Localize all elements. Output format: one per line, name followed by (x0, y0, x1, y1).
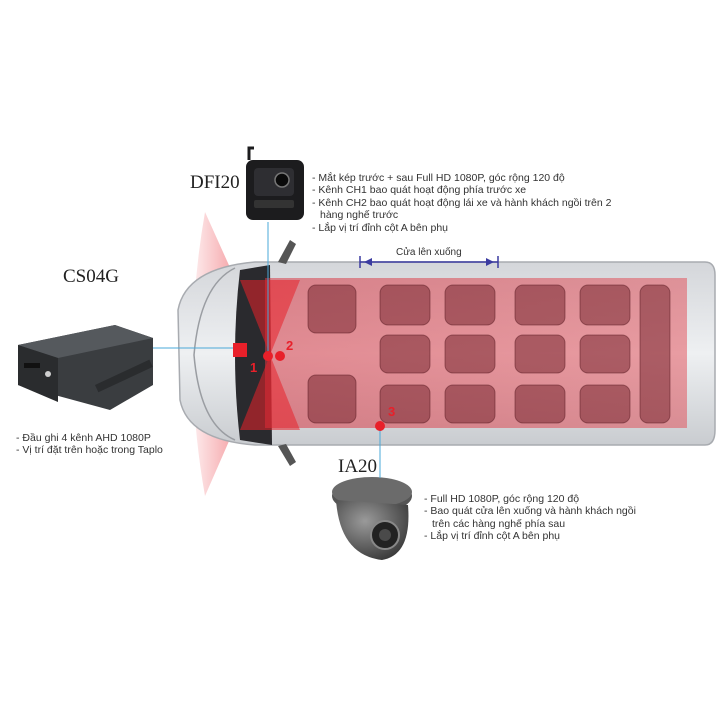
camera-point-1-marker (263, 351, 273, 361)
leader-lines (153, 222, 381, 478)
ia20-model-label: IA20 (338, 456, 378, 477)
door-label: Cửa lên xuống (396, 247, 462, 258)
camera-point-3-label: 3 (388, 404, 396, 419)
cs04g-model-label: CS04G (63, 266, 119, 287)
camera-point-1-label: 1 (250, 360, 258, 375)
ia20-feature: Full HD 1080P, góc rộng 120 độ (424, 493, 639, 505)
ia20-dome-camera-image (332, 477, 412, 560)
cs04g-feature-list: Đầu ghi 4 kênh AHD 1080P Vị trí đặt trên… (16, 432, 216, 457)
left-mirror (278, 240, 296, 264)
ia20-feature: Lắp vị trí đỉnh cột A bên phụ (424, 530, 639, 542)
dfi20-feature-list: Mắt kép trước + sau Full HD 1080P, góc r… (312, 172, 612, 234)
cs04g-recorder-image (18, 325, 153, 410)
dfi20-camera-image (246, 146, 304, 220)
dfi20-model-label: DFI20 (190, 172, 240, 193)
cs04g-feature: Đầu ghi 4 kênh AHD 1080P (16, 432, 216, 444)
door-arrow (359, 256, 499, 268)
ia20-feature-list: Full HD 1080P, góc rộng 120 độ Bao quát … (424, 493, 639, 543)
dfi20-feature: Kênh CH1 bao quát hoạt động phía trước x… (312, 184, 612, 196)
dfi20-feature: Kênh CH2 bao quát hoạt động lái xe và hà… (312, 197, 612, 222)
camera-point-2-label: 2 (286, 338, 294, 353)
ia20-feature: Bao quát cửa lên xuống và hành khách ngồ… (424, 505, 639, 530)
camera-point-3-marker (375, 421, 385, 431)
right-mirror (278, 444, 296, 466)
cs04g-feature: Vị trí đặt trên hoặc trong Taplo (16, 444, 216, 456)
recorder-position-marker (233, 343, 247, 357)
camera-point-2-marker (275, 351, 285, 361)
dfi20-feature: Lắp vị trí đỉnh cột A bên phụ (312, 222, 612, 234)
passenger-seats (307, 284, 671, 424)
dfi20-feature: Mắt kép trước + sau Full HD 1080P, góc r… (312, 172, 612, 184)
